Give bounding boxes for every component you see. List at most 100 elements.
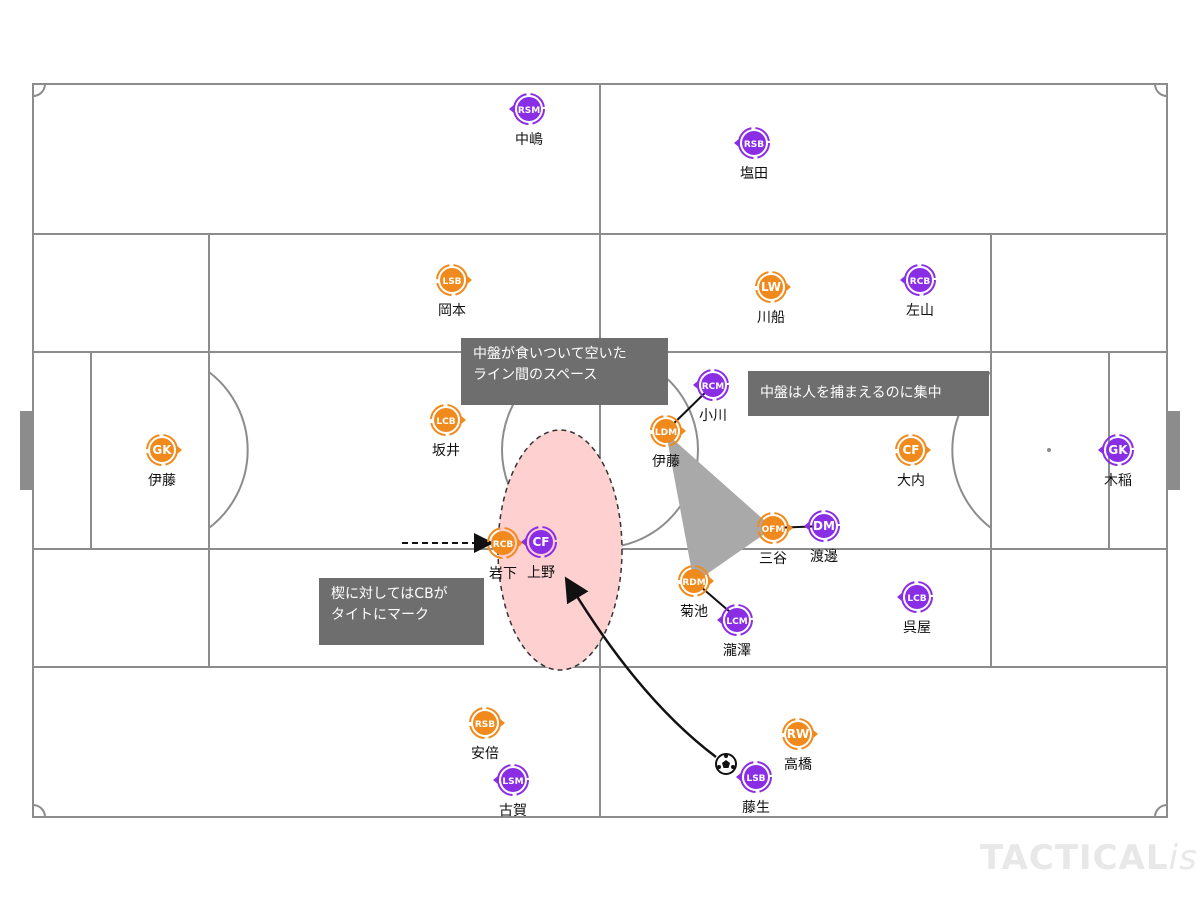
player-disc xyxy=(517,97,541,121)
player-role: LSB xyxy=(442,277,461,287)
direction-pointer xyxy=(499,718,505,728)
direction-pointer xyxy=(897,592,903,602)
player-name: 伊藤 xyxy=(148,473,176,489)
player-role: LCB xyxy=(907,594,926,604)
player-name: 中嶋 xyxy=(515,132,543,148)
player-disc xyxy=(150,438,174,462)
player-disc xyxy=(701,373,725,397)
note-cb-marking: 楔に対してはCBが タイトにマーク xyxy=(319,578,484,645)
direction-pointer xyxy=(509,104,515,114)
direction-pointer xyxy=(812,729,818,739)
direction-pointer xyxy=(466,275,472,285)
player-disc xyxy=(682,569,706,593)
player-role: RDM xyxy=(682,578,705,588)
player-disc xyxy=(744,765,768,789)
player-role: RCB xyxy=(493,540,514,550)
direction-pointer xyxy=(517,538,523,548)
left-goal-area xyxy=(32,351,92,550)
player-disc xyxy=(529,530,553,554)
player-name: 伊藤 xyxy=(652,454,680,470)
player-name: 渡邊 xyxy=(810,549,838,565)
left-penalty-area xyxy=(32,233,210,668)
player-name: 塩田 xyxy=(740,166,768,182)
right-goal xyxy=(1167,411,1180,490)
ball-icon xyxy=(715,753,737,775)
player-disc xyxy=(473,711,497,735)
left-goal xyxy=(20,411,33,490)
player-marker[interactable]: RW 高橋 xyxy=(782,718,818,773)
player-disc xyxy=(654,419,678,443)
direction-pointer xyxy=(787,523,793,533)
player-marker[interactable]: RDM 菊池 xyxy=(678,565,714,620)
player-ring xyxy=(721,604,753,636)
player-name: 菊池 xyxy=(680,604,708,620)
player-ring xyxy=(1102,434,1134,466)
corner-arc-tr xyxy=(1154,83,1168,97)
player-role: RW xyxy=(787,727,809,741)
player-name: 大内 xyxy=(897,473,925,489)
corner-arc-tl xyxy=(32,83,46,97)
player-marker[interactable]: LW 川船 xyxy=(755,271,791,326)
player-disc xyxy=(501,768,525,792)
player-marker[interactable]: GK 木稲 xyxy=(1098,434,1134,489)
player-name: 坂井 xyxy=(432,443,460,459)
player-role: OFM xyxy=(762,525,785,535)
direction-pointer xyxy=(925,445,931,455)
player-role: RCM xyxy=(702,382,725,392)
player-disc xyxy=(491,531,515,555)
player-role: LSM xyxy=(502,777,523,787)
direction-pointer xyxy=(493,775,499,785)
player-ring xyxy=(497,764,529,796)
player-disc xyxy=(725,608,749,632)
watermark-logo: TACTICALista xyxy=(980,838,1200,878)
player-ring xyxy=(740,761,772,793)
player-role: GK xyxy=(1108,443,1128,457)
player-disc xyxy=(899,438,923,462)
direction-pointer xyxy=(680,426,686,436)
player-disc xyxy=(761,516,785,540)
player-disc xyxy=(908,268,932,292)
right-penalty-spot xyxy=(1047,448,1051,452)
player-role: LW xyxy=(761,280,781,294)
direction-pointer xyxy=(900,275,906,285)
player-ring xyxy=(513,93,545,125)
players-layer: GK伊藤LSB岡本LCB坂井RCB岩下RSB安倍LDM伊藤RDM菊池OFM三谷L… xyxy=(146,93,1134,819)
player-name: 高橋 xyxy=(784,756,812,773)
direction-pointer xyxy=(734,138,740,148)
player-ring xyxy=(697,369,729,401)
player-name: 岡本 xyxy=(438,303,466,319)
note-midfield-focus: 中盤は人を捕まえるのに集中 xyxy=(748,371,989,416)
corner-arc-br xyxy=(1154,804,1168,818)
passing-triangle xyxy=(666,433,773,583)
direction-pointer xyxy=(785,282,791,292)
player-ring xyxy=(738,127,770,159)
player-name: 上野 xyxy=(527,565,555,581)
player-ring xyxy=(525,526,557,558)
player-marker[interactable]: LSB 岡本 xyxy=(436,264,472,319)
direction-pointer xyxy=(521,537,527,547)
player-disc xyxy=(812,514,836,538)
player-disc xyxy=(759,275,783,299)
direction-pointer xyxy=(736,772,742,782)
player-name: 木稲 xyxy=(1104,473,1132,489)
player-disc xyxy=(905,585,929,609)
player-name: 川船 xyxy=(757,310,785,326)
